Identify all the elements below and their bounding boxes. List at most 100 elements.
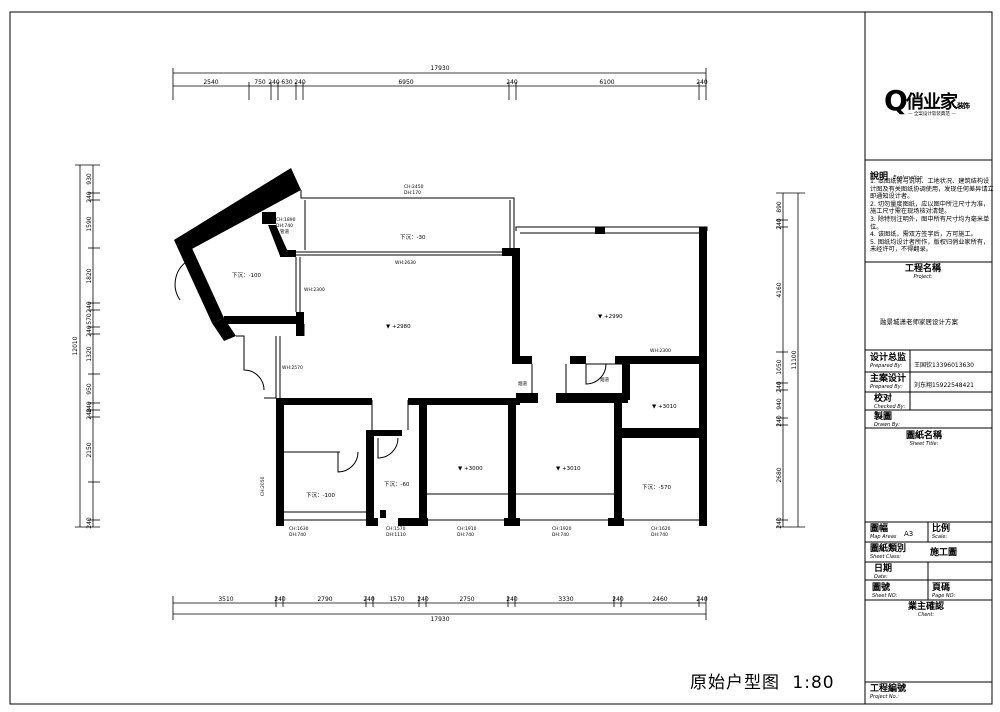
level-right-top: ▼ +2990 — [598, 314, 623, 320]
note-dh-740-d: DH:740 — [552, 532, 569, 538]
note-dh-740-e: DH:740 — [651, 532, 668, 538]
top-dim-7: 240 — [506, 79, 518, 86]
type-label-cell: 圖紙類別 Sheet Class: — [870, 544, 906, 560]
left-dim-1: 930 — [86, 173, 93, 185]
chief-value: 王国钦13396013630 — [914, 362, 974, 369]
brand-name: 俏业家 — [906, 92, 958, 113]
left-dim-11: 240 — [86, 408, 93, 420]
date-label: 日期 — [874, 564, 893, 574]
notes-heading-en: Explanation — [893, 175, 923, 181]
bottom-total-dim: 17930 — [430, 616, 449, 623]
owner-label: 業主確認 — [908, 602, 945, 612]
brand-name-wrap: 俏业家装饰 — [906, 88, 970, 114]
drawing-scale: 1:80 — [792, 673, 835, 693]
note-item-3: 3. 除特别注明外，图中所有尺寸均为毫米单位。 — [870, 215, 990, 231]
bath-right-drop: 下沉：-570 — [642, 483, 671, 491]
note-ch-1630: CH:1630 — [289, 526, 309, 532]
date-label-cell: 日期 Date: — [874, 564, 892, 580]
top-dim-2: 750 — [254, 79, 266, 86]
sheet-title-label-cell: 圖紙名稱 Sheet Title: — [906, 431, 942, 447]
left-dimension-chain: 12010 930 240 1590 1820 240 570 240 1320… — [72, 164, 100, 529]
bottom-dim-7: 2750 — [459, 596, 474, 603]
left-total-dim: 12010 — [72, 336, 79, 355]
sheet-title-label: 圖紙名稱 — [906, 431, 943, 441]
note-wh-2300-a: WH:2300 — [304, 287, 325, 293]
brand-logo: Q 俏业家装饰 — 全案设计软装典范 — — [884, 84, 994, 124]
top-dim-1: 2540 — [203, 79, 218, 86]
project-no-label: 工程編號 — [870, 684, 907, 694]
left-dim-7: 240 — [86, 325, 93, 337]
left-dim-9: 950 — [86, 383, 93, 395]
project-no-label-en: Project No.: — [870, 694, 899, 700]
top-dim-5: 240 — [294, 79, 306, 86]
note-flue-b: 烟道 — [600, 376, 609, 383]
balcony-top-drop: 下沉：-30 — [400, 233, 426, 241]
page-label: 頁碼 — [932, 583, 951, 593]
note-wh-2630: WH:2630 — [395, 260, 416, 266]
bath-mid-drop: 下沉：-60 — [384, 480, 410, 488]
top-total-dim: 17930 — [430, 65, 449, 72]
bottom-dim-1: 3510 — [218, 596, 233, 603]
check-label-en: Checked By: — [874, 404, 906, 410]
note-dh-170: DH:170 — [404, 190, 421, 196]
bottom-dim-11: 2460 — [652, 596, 667, 603]
note-pipe: 管道 — [280, 228, 289, 235]
note-item-1: 1. 本图纸需与说明、工地状况、建筑结构设计图及有关图纸协调使用，发现任何差异请… — [870, 178, 994, 201]
note-ch-2050: CH:2050 — [260, 476, 266, 496]
note-ch-1920: CH:1920 — [552, 526, 572, 532]
draw-label-cell: 製圖 Drawn By: — [874, 412, 900, 428]
bottom-dim-2: 240 — [274, 596, 286, 603]
bottom-dimension-chain: 3510 240 2790 240 1570 240 2750 240 3330… — [172, 596, 708, 623]
left-dim-12: 2150 — [86, 442, 93, 457]
page-label-en: Page NO: — [932, 593, 956, 599]
brand-q-icon: Q — [884, 84, 908, 117]
project-label: 工程名稱 — [905, 264, 942, 274]
draw-label: 製圖 — [874, 412, 893, 422]
scale-label-cell: 比例 Scale: — [932, 524, 950, 540]
right-dimension-chain: 11100 890 240 4160 1050 240 940 240 2680… — [776, 192, 805, 529]
type-label-en: Sheet Class: — [870, 554, 901, 560]
right-total-dim: 11100 — [791, 350, 798, 369]
scale-label: 比例 — [932, 524, 951, 534]
level-bedroom-b: ▼ +3010 — [556, 466, 581, 472]
annotations: CH:2450 DH:170 CH:1890 DH:740 WH:2630 WH… — [260, 184, 671, 538]
chief-label: 设计总监 — [870, 353, 907, 363]
size-label: 圖幅 — [870, 524, 889, 534]
type-label: 圖紙類別 — [870, 544, 907, 554]
right-dim-4: 1050 — [776, 359, 783, 374]
owner-label-cell: 業主確認 Client: — [908, 602, 944, 618]
size-label-en: Map Areas — [870, 534, 897, 540]
note-item-2: 2. 切勿量度图纸，应以图中所注尺寸为准，施工尺寸需在现场核对清楚。 — [870, 200, 990, 216]
chief-label-en: Prepared By: — [870, 363, 903, 369]
note-wh-2570: WH:2570 — [282, 365, 303, 371]
project-label-cell: 工程名稱 Project: — [905, 264, 941, 280]
balcony-left-drop: 下沉：-100 — [232, 271, 261, 279]
level-bedroom-a: ▼ +3000 — [458, 466, 483, 472]
window-and-outline-lines — [174, 190, 708, 521]
note-ch-1890: CH:1890 — [276, 217, 296, 223]
page-label-cell: 頁碼 Page NO: — [932, 583, 955, 599]
right-dim-9: 240 — [776, 517, 783, 529]
lead-label: 主案设计 — [870, 374, 907, 384]
notes-heading: 說明 — [870, 172, 889, 182]
chief-label-cell: 设计总监 Prepared By: — [870, 353, 906, 369]
scale-label-en: Scale: — [932, 534, 948, 540]
right-dim-1: 890 — [776, 201, 783, 213]
note-dh-740-c: DH:740 — [457, 532, 474, 538]
top-dim-3: 240 — [268, 79, 280, 86]
draw-label-en: Drawn By: — [874, 422, 900, 428]
sheet-border — [9, 11, 993, 705]
drawing-title: 原始户型图 1:80 — [690, 668, 835, 693]
lead-label-en: Prepared By: — [870, 384, 903, 390]
number-label-cell: 圖號 Sheet NO: — [872, 583, 898, 599]
top-dim-6: 6950 — [398, 79, 413, 86]
bottom-dim-3: 2790 — [317, 596, 332, 603]
left-dim-2: 240 — [86, 191, 93, 203]
left-dim-3: 1590 — [86, 216, 93, 231]
note-flue-a: 烟道 — [518, 380, 527, 387]
number-label: 圖號 — [872, 583, 891, 593]
top-dim-9: 240 — [696, 79, 708, 86]
left-dim-8: 1320 — [86, 346, 93, 361]
